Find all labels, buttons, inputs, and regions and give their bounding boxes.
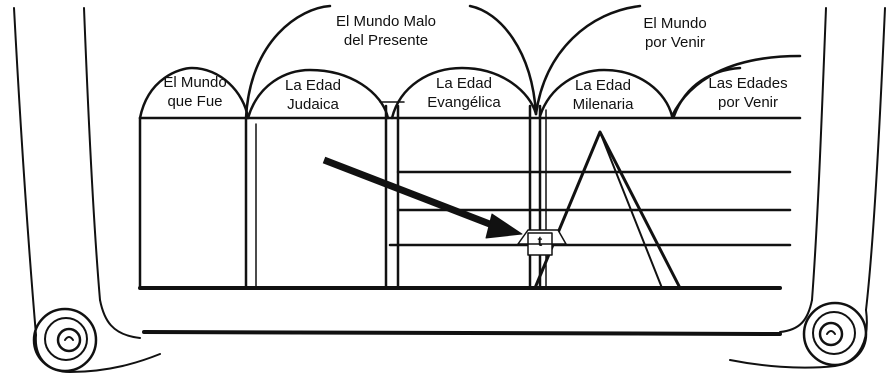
label-line: La Edad xyxy=(285,77,341,94)
marker-tent-icon xyxy=(517,229,567,256)
column-separators xyxy=(138,101,547,290)
label-line: El Mundo xyxy=(643,15,707,32)
label-line: La Edad xyxy=(575,77,631,94)
plane-lines xyxy=(388,170,792,247)
label-line: del Presente xyxy=(343,32,429,49)
label-mundo-malo: El Mundo Malo del Presente xyxy=(336,12,436,50)
label-line: Evangélica xyxy=(427,94,501,111)
label-line: Milenaria xyxy=(572,96,634,113)
label-line: que Fue xyxy=(167,93,223,110)
label-line: La Edad xyxy=(436,75,492,92)
label-line: El Mundo Malo xyxy=(335,13,437,30)
left-scroll-roll xyxy=(13,7,161,373)
marker-letter: t xyxy=(537,233,543,249)
label-line: Las Edades xyxy=(708,75,788,92)
label-line: por Venir xyxy=(717,94,779,111)
label-mundo-por-venir: El Mundo por Venir xyxy=(643,14,706,52)
label-mundo-que-fue: El Mundo que Fue xyxy=(163,73,226,111)
label-line: por Venir xyxy=(644,34,706,51)
right-scroll-roll xyxy=(729,7,886,369)
pointer-arrow xyxy=(322,156,523,239)
ground-lines xyxy=(138,286,782,336)
label-edad-evangelica: La Edad Evangélica xyxy=(427,74,500,112)
label-edades-por-venir: Las Edades por Venir xyxy=(708,74,787,112)
label-edad-milenaria: La Edad Milenaria xyxy=(573,76,634,114)
label-line: Judaica xyxy=(287,96,339,113)
label-edad-judaica: La Edad Judaica xyxy=(285,76,341,114)
age-arches xyxy=(138,66,742,120)
label-line: El Mundo xyxy=(163,74,227,91)
